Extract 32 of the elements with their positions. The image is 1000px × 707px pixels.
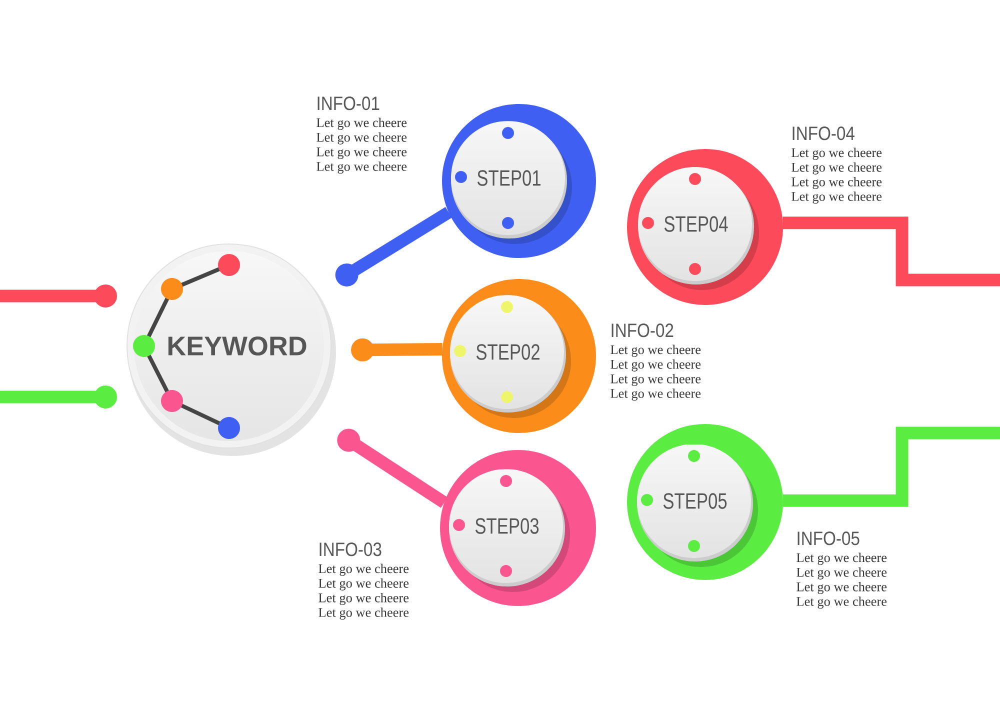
- info-text: Let go we cheere: [792, 162, 882, 174]
- info-heading: INFO-02: [612, 324, 674, 338]
- info-text: Let go we cheere: [610, 388, 701, 401]
- info-text: Let go we cheere: [318, 564, 409, 576]
- info-text: Let go we cheere: [318, 593, 409, 606]
- connector-line: [335, 206, 452, 286]
- connector-line: [783, 426, 1000, 507]
- info-text: Let go we cheere: [796, 582, 887, 594]
- connector-line: [337, 428, 448, 508]
- info-text: Let go we cheere: [610, 344, 701, 357]
- connector-line: [782, 216, 1000, 286]
- connector-line: [351, 338, 442, 362]
- info-text: Let go we cheere: [792, 177, 882, 190]
- info-text: Let go we cheere: [610, 374, 701, 386]
- info-text: Let go we cheere: [318, 578, 409, 590]
- info-heading: INFO-05: [798, 532, 860, 546]
- info-heading: INFO-04: [792, 126, 854, 140]
- info-text: Let go we cheere: [792, 192, 882, 204]
- info-text: Let go we cheere: [316, 162, 407, 174]
- info-text: Let go we cheere: [318, 608, 409, 620]
- info-text: Let go we cheere: [796, 552, 887, 565]
- info-text: Let go we cheere: [796, 596, 887, 609]
- info-text: Let go we cheere: [610, 359, 701, 372]
- connector-line: [0, 284, 117, 308]
- info-heading: INFO-01: [318, 96, 380, 110]
- info-text: Let go we cheere: [316, 147, 407, 160]
- connector-line: [0, 386, 117, 408]
- info-heading: INFO-03: [320, 542, 382, 556]
- info-text: Let go we cheere: [796, 567, 887, 580]
- info-text: Let go we cheere: [792, 148, 882, 160]
- info-text: Let go we cheere: [316, 118, 407, 130]
- info-text: Let go we cheere: [316, 132, 407, 144]
